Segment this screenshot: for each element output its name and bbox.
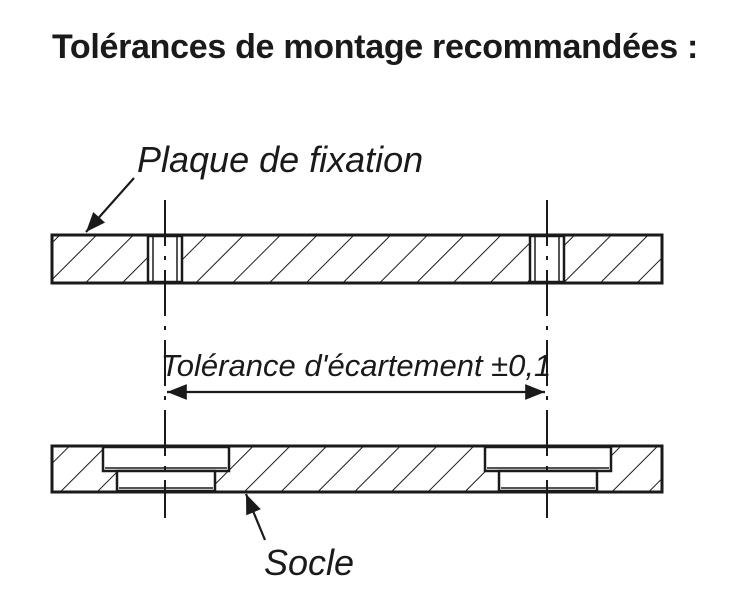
fixing-plate [50, 233, 664, 285]
center-lines [164, 200, 548, 518]
spacing-tolerance-label: Tolérance d'écartement ±0,1 [161, 348, 552, 383]
plate-leader-line [85, 177, 135, 233]
page-title: Tolérances de montage recommandées : [51, 28, 699, 66]
base-leader-line [244, 493, 267, 541]
base-label: Socle [264, 542, 354, 583]
plate-label: Plaque de fixation [137, 139, 423, 180]
base-plate [50, 444, 664, 494]
